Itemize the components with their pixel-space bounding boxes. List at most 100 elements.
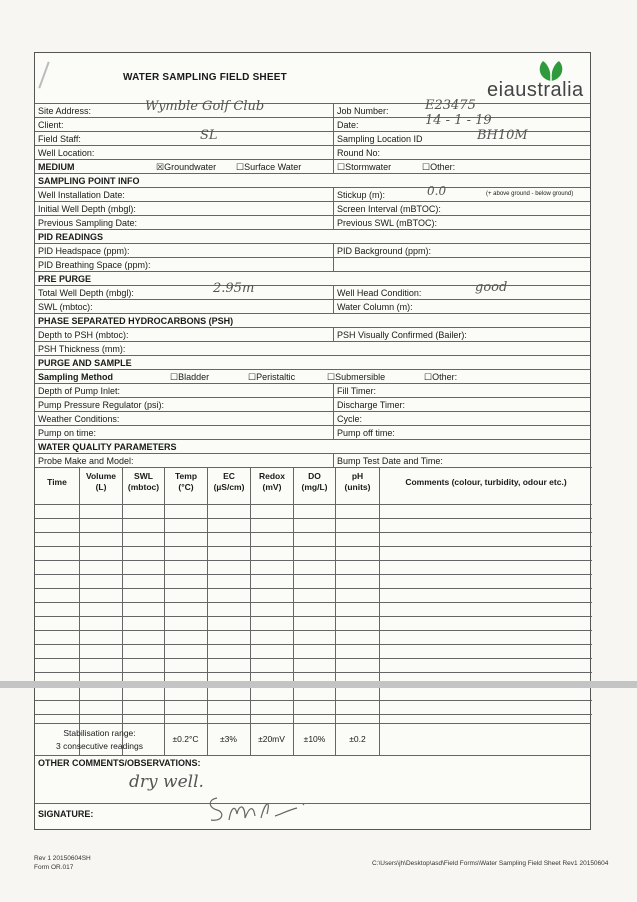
footer-rev: Rev 1 20150604SH xyxy=(34,855,91,862)
wq-header-unit: (mg/L) xyxy=(301,482,328,492)
table-row[interactable] xyxy=(35,588,592,602)
submersible-checkbox[interactable]: ☐Submersible xyxy=(327,372,386,382)
row-prepurge-heading: PRE PURGE xyxy=(35,271,590,285)
pid-heading: PID READINGS xyxy=(38,232,104,242)
swl-label: SWL (mbtoc): xyxy=(38,302,93,312)
total-depth-value[interactable]: 2.95m xyxy=(213,281,255,296)
screen-interval-label: Screen Interval (mBTOC): xyxy=(333,202,592,215)
pressure-label: Pump Pressure Regulator (psi): xyxy=(38,400,165,410)
table-row[interactable] xyxy=(35,714,592,728)
wq-header-unit: (units) xyxy=(344,482,371,492)
stab-temp: ±0.2°C xyxy=(172,734,199,744)
surface-water-checkbox[interactable]: ☐Surface Water xyxy=(236,162,302,172)
previous-swl-label: Previous SWL (mBTOC): xyxy=(333,216,592,229)
table-row[interactable] xyxy=(35,658,592,672)
table-row[interactable] xyxy=(35,672,592,686)
row-pressure: Pump Pressure Regulator (psi): Discharge… xyxy=(35,397,590,411)
leaf-icon xyxy=(539,61,563,81)
table-row[interactable] xyxy=(35,602,592,616)
other-medium-checkbox[interactable]: ☐Other: xyxy=(422,162,456,172)
field-staff-value[interactable]: SL xyxy=(200,128,218,143)
wq-header-label: Temp xyxy=(174,471,198,481)
site-address-value[interactable]: Wymble Golf Club xyxy=(145,99,265,114)
comments-value[interactable]: dry well. xyxy=(129,772,204,792)
bladder-checkbox[interactable]: ☐Bladder xyxy=(170,372,210,382)
medium-label: MEDIUM xyxy=(38,162,75,172)
pid-empty-cell xyxy=(333,258,592,271)
field-sheet: WATER SAMPLING FIELD SHEET eiaustralia S… xyxy=(34,52,592,831)
job-number-value[interactable]: E23475 xyxy=(425,98,476,113)
wq-header-col-0: Time xyxy=(35,468,79,504)
wq-header-label: EC xyxy=(223,471,235,481)
row-comments: OTHER COMMENTS/OBSERVATIONS: dry well. xyxy=(35,755,590,803)
row-pid-headspace: PID Headspace (ppm): PID Background (ppm… xyxy=(35,243,590,257)
row-sampling-heading: SAMPLING POINT INFO xyxy=(35,173,590,187)
table-column-line xyxy=(293,504,294,756)
wq-header-label: DO xyxy=(308,471,321,481)
stab-ec: ±3% xyxy=(220,734,237,744)
wq-header-unit: (µS/cm) xyxy=(213,482,245,492)
wq-header-unit: (mV) xyxy=(262,482,282,492)
row-installation: Well Installation Date: Stickup (m): 0.0… xyxy=(35,184,590,201)
row-psh-depth: Depth to PSH (mbtoc): PSH Visually Confi… xyxy=(35,327,590,341)
table-column-line xyxy=(379,504,380,756)
pid-background-label: PID Background (ppm): xyxy=(333,244,592,257)
row-client: Client: Date: 14 - 1 - 19 xyxy=(35,113,590,131)
table-row[interactable] xyxy=(35,616,592,630)
wq-header-col-5: Redox(mV) xyxy=(250,468,293,504)
table-column-line xyxy=(207,504,208,756)
stab-do: ±10% xyxy=(303,734,326,744)
wq-header-unit: (mbtoc) xyxy=(127,482,160,492)
table-row[interactable] xyxy=(35,644,592,658)
row-weather: Weather Conditions: Cycle: xyxy=(35,411,590,425)
field-staff-label: Field Staff: xyxy=(38,134,81,144)
installation-date-label: Well Installation Date: xyxy=(38,190,125,200)
peristaltic-checkbox[interactable]: ☐Peristaltic xyxy=(248,372,296,382)
signature-scribble[interactable] xyxy=(205,790,315,830)
table-row[interactable] xyxy=(35,532,592,546)
row-psh-heading: PHASE SEPARATED HYDROCARBONS (PSH) xyxy=(35,313,590,327)
row-signature: SIGNATURE: xyxy=(35,797,590,831)
table-row[interactable] xyxy=(35,546,592,560)
pen-mark xyxy=(38,61,50,89)
table-row[interactable] xyxy=(35,518,592,532)
previous-date-label: Previous Sampling Date: xyxy=(38,218,138,228)
stickup-value[interactable]: 0.0 xyxy=(427,184,447,198)
other-method-checkbox[interactable]: ☐Other: xyxy=(424,372,458,382)
table-row[interactable] xyxy=(35,560,592,574)
row-probe: Probe Make and Model: Bump Test Date and… xyxy=(35,453,590,467)
table-row[interactable] xyxy=(35,700,592,714)
stabilisation-label: Stabilisation range: 3 consecutive readi… xyxy=(35,727,164,753)
row-psh-thickness: PSH Thickness (mm): xyxy=(35,341,590,355)
stormwater-checkbox[interactable]: ☐Stormwater xyxy=(333,160,423,173)
well-location-label: Well Location: xyxy=(38,148,95,158)
comments-label: OTHER COMMENTS/OBSERVATIONS: xyxy=(38,758,201,768)
wq-header-unit: (°C) xyxy=(178,482,194,492)
groundwater-checkbox[interactable]: ☒Groundwater xyxy=(156,162,217,172)
table-row[interactable] xyxy=(35,574,592,588)
table-row[interactable] xyxy=(35,686,592,700)
table-row[interactable] xyxy=(35,504,592,518)
table-row[interactable] xyxy=(35,630,592,644)
sampling-point-heading: SAMPLING POINT INFO xyxy=(38,176,140,186)
wq-header-col-1: Volume(L) xyxy=(79,468,122,504)
row-stabilisation: Stabilisation range: 3 consecutive readi… xyxy=(35,723,590,755)
pump-depth-label: Depth of Pump Inlet: xyxy=(38,386,121,396)
well-head-value[interactable]: good xyxy=(475,280,508,295)
weather-label: Weather Conditions: xyxy=(38,414,120,424)
row-swl: SWL (mbtoc): Water Column (m): xyxy=(35,299,590,313)
row-purge-heading: PURGE AND SAMPLE xyxy=(35,355,590,369)
stabilisation-range: Stabilisation range: xyxy=(63,728,136,738)
psh-visually-label: PSH Visually Confirmed (Bailer): xyxy=(333,328,592,341)
sampling-location-value[interactable]: BH10M xyxy=(477,128,528,143)
wq-header-col-3: Temp(°C) xyxy=(164,468,207,504)
sheet-header: WATER SAMPLING FIELD SHEET eiaustralia xyxy=(35,53,590,103)
stickup-note: (+ above ground - below ground) xyxy=(486,191,574,197)
psh-heading: PHASE SEPARATED HYDROCARBONS (PSH) xyxy=(38,316,234,326)
signature-label: SIGNATURE: xyxy=(38,809,94,819)
date-value[interactable]: 14 - 1 - 19 xyxy=(425,113,492,128)
footer-form: Form OR.017 xyxy=(34,864,74,871)
row-sampling-method: Sampling Method ☐Bladder ☐Peristaltic ☐S… xyxy=(35,369,590,383)
